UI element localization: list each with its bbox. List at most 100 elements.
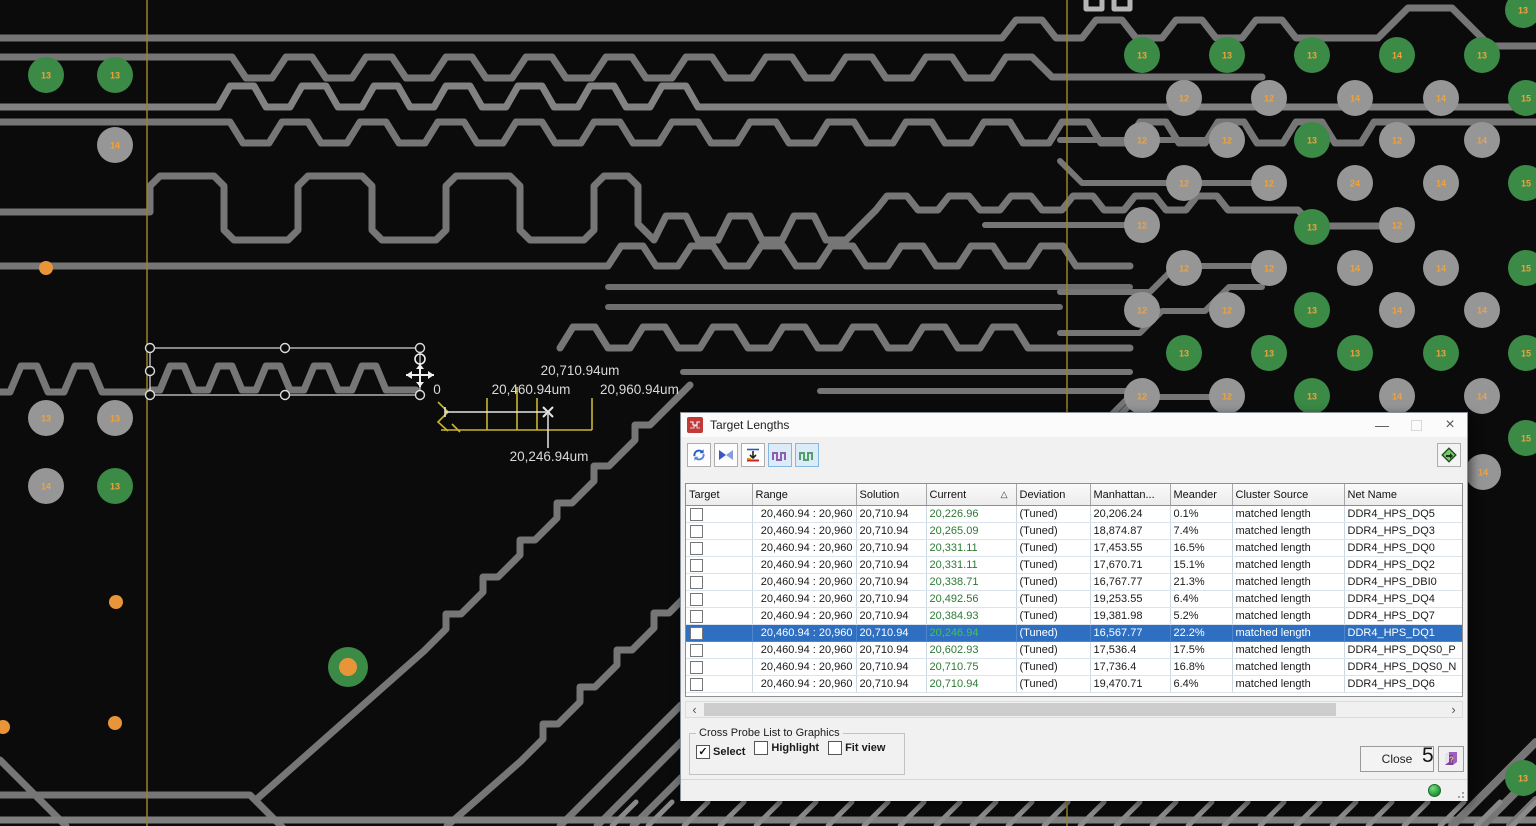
via-dot[interactable] <box>39 261 53 275</box>
via-pad[interactable]: 14 <box>1423 80 1459 116</box>
via-pad[interactable]: 12 <box>1166 165 1202 201</box>
via-pad[interactable]: 13 <box>1294 37 1330 73</box>
column-header-current[interactable]: Current△ <box>926 484 1016 506</box>
selection-handle[interactable] <box>281 391 290 400</box>
table-header-row[interactable]: TargetRangeSolutionCurrent△DeviationManh… <box>686 484 1462 506</box>
via-pad[interactable]: 13 <box>1337 335 1373 371</box>
selection-handle[interactable] <box>416 391 425 400</box>
column-header-target[interactable]: Target <box>686 484 752 506</box>
target-checkbox[interactable] <box>690 644 703 657</box>
via-pad[interactable]: 13 <box>1423 335 1459 371</box>
via-pad[interactable]: 12 <box>1124 207 1160 243</box>
crossprobe-option-highlight[interactable]: Highlight <box>754 741 819 755</box>
via-pad[interactable]: 13 <box>1294 209 1330 245</box>
via-pad[interactable]: 14 <box>1464 378 1500 414</box>
selection-handle[interactable] <box>146 344 155 353</box>
net-row[interactable]: 20,460.94 : 20,96020,710.9420,710.75(Tun… <box>686 659 1462 676</box>
selection-handle[interactable] <box>146 391 155 400</box>
maximize-button[interactable] <box>1399 413 1433 437</box>
via-pad[interactable]: 13 <box>97 57 133 93</box>
selection-handle[interactable] <box>281 344 290 353</box>
cross-probe-button[interactable] <box>714 443 738 467</box>
via-pad[interactable]: 14 <box>28 468 64 504</box>
via-pad[interactable]: 13 <box>1166 335 1202 371</box>
target-checkbox[interactable] <box>690 661 703 674</box>
via-pad[interactable]: 13 <box>1251 335 1287 371</box>
net-row[interactable]: 20,460.94 : 20,96020,710.9420,602.93(Tun… <box>686 642 1462 659</box>
column-header-deviation[interactable]: Deviation <box>1016 484 1090 506</box>
via-pad[interactable]: 13 <box>28 57 64 93</box>
via-pad[interactable]: 12 <box>1124 122 1160 158</box>
via-pad[interactable]: 14 <box>1379 37 1415 73</box>
via-pad[interactable]: 14 <box>1337 80 1373 116</box>
net-row[interactable]: 20,460.94 : 20,96020,710.9420,265.09(Tun… <box>686 523 1462 540</box>
scrollbar-thumb[interactable] <box>704 703 1336 716</box>
target-checkbox[interactable] <box>690 576 703 589</box>
navigate-button[interactable] <box>1437 443 1461 467</box>
via-pad[interactable] <box>328 647 368 687</box>
via-pad[interactable]: 13 <box>1209 37 1245 73</box>
net-row[interactable]: 20,460.94 : 20,96020,710.9420,226.96(Tun… <box>686 506 1462 523</box>
via-pad[interactable]: 14 <box>1379 378 1415 414</box>
via-pad[interactable]: 13 <box>97 468 133 504</box>
via-pad[interactable]: 12 <box>1209 378 1245 414</box>
via-pad[interactable]: 12 <box>1251 165 1287 201</box>
selection-handle[interactable] <box>416 344 425 353</box>
scroll-left-arrow[interactable]: ‹ <box>686 702 703 717</box>
column-header-range[interactable]: Range <box>752 484 856 506</box>
via-pad[interactable]: 14 <box>1464 122 1500 158</box>
via-pad[interactable]: 12 <box>1124 378 1160 414</box>
via-pad[interactable]: 13 <box>1294 292 1330 328</box>
via-pad[interactable]: 13 <box>1294 122 1330 158</box>
net-row[interactable]: 20,460.94 : 20,96020,710.9420,384.93(Tun… <box>686 608 1462 625</box>
via-pad[interactable]: 14 <box>1464 292 1500 328</box>
checkbox[interactable] <box>754 741 768 755</box>
scroll-right-arrow[interactable]: › <box>1445 702 1462 717</box>
via-pad[interactable]: 13 <box>97 400 133 436</box>
target-checkbox[interactable] <box>690 678 703 691</box>
via-pad[interactable]: 24 <box>1337 165 1373 201</box>
via-pad[interactable]: 14 <box>1423 250 1459 286</box>
set-targets-button[interactable] <box>741 443 765 467</box>
column-header-solution[interactable]: Solution <box>856 484 926 506</box>
net-row[interactable]: 20,460.94 : 20,96020,710.9420,246.94(Tun… <box>686 625 1462 642</box>
target-checkbox[interactable] <box>690 559 703 572</box>
net-length-table[interactable]: TargetRangeSolutionCurrent△DeviationManh… <box>685 483 1463 697</box>
crossprobe-option-fit-view[interactable]: Fit view <box>828 741 885 755</box>
via-pad[interactable]: 13 <box>1124 37 1160 73</box>
close-window-button[interactable]: × <box>1433 413 1467 437</box>
via-pad[interactable]: 12 <box>1379 122 1415 158</box>
net-row[interactable]: 20,460.94 : 20,96020,710.9420,331.11(Tun… <box>686 557 1462 574</box>
column-header-manhattan-[interactable]: Manhattan... <box>1090 484 1170 506</box>
via-pad[interactable]: 12 <box>1166 80 1202 116</box>
checkbox[interactable] <box>828 741 842 755</box>
via-pad[interactable]: 14 <box>1423 165 1459 201</box>
via-pad[interactable]: 14 <box>1379 292 1415 328</box>
meander-green-button[interactable] <box>795 443 819 467</box>
dialog-titlebar[interactable]: Target Lengths — × <box>681 413 1467 437</box>
via-pad[interactable]: 12 <box>1124 292 1160 328</box>
meander-purple-button[interactable] <box>768 443 792 467</box>
via-pad[interactable]: 13 <box>1464 37 1500 73</box>
via-pad[interactable]: 13 <box>1294 378 1330 414</box>
via-pad[interactable]: 12 <box>1251 80 1287 116</box>
column-header-meander[interactable]: Meander <box>1170 484 1232 506</box>
via-pad[interactable]: 12 <box>1166 250 1202 286</box>
via-pad[interactable]: 14 <box>97 127 133 163</box>
crossprobe-option-select[interactable]: ✓Select <box>696 745 745 759</box>
net-row[interactable]: 20,460.94 : 20,96020,710.9420,338.71(Tun… <box>686 574 1462 591</box>
via-pad[interactable]: 12 <box>1209 122 1245 158</box>
via-pad[interactable]: 14 <box>1337 250 1373 286</box>
via-dot[interactable] <box>109 595 123 609</box>
selection-handle[interactable] <box>146 367 155 376</box>
net-row[interactable]: 20,460.94 : 20,96020,710.9420,331.11(Tun… <box>686 540 1462 557</box>
refresh-button[interactable] <box>687 443 711 467</box>
via-pad[interactable]: 12 <box>1209 292 1245 328</box>
minimize-button[interactable]: — <box>1365 413 1399 437</box>
help-button[interactable]: ? <box>1438 746 1464 772</box>
target-checkbox[interactable] <box>690 542 703 555</box>
net-row[interactable]: 20,460.94 : 20,96020,710.9420,710.94(Tun… <box>686 676 1462 693</box>
via-pad[interactable]: 13 <box>28 400 64 436</box>
via-pad[interactable]: 12 <box>1379 207 1415 243</box>
resize-grip[interactable] <box>1454 788 1464 798</box>
